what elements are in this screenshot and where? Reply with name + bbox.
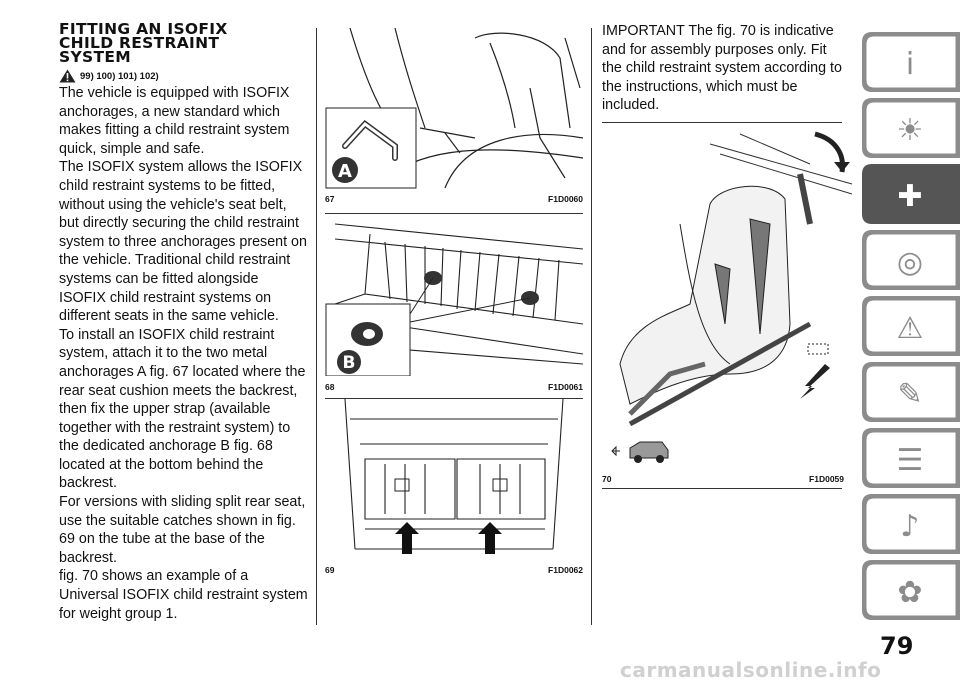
figure-68: B 68 F1D0061 xyxy=(325,214,583,398)
maintenance-icon[interactable]: ✎ xyxy=(860,360,960,424)
page-number: 79 xyxy=(880,632,914,660)
figure-number: 68 xyxy=(325,382,335,392)
figure-label-a: A xyxy=(338,161,352,182)
safety-airbag-icon[interactable]: ✚ xyxy=(860,162,960,226)
title-line: SYSTEM xyxy=(59,48,131,66)
paragraph: fig. 70 shows an example of a Universal … xyxy=(59,568,308,622)
figure-caption: 68 F1D0061 xyxy=(325,382,583,392)
figure-code: F1D0062 xyxy=(548,565,583,575)
figure-label-b: B xyxy=(343,353,356,373)
svg-text:✎: ✎ xyxy=(897,377,922,412)
paragraph: The vehicle is equipped with ISOFIX anch… xyxy=(59,85,290,157)
warning-lights-icon[interactable]: ☀ xyxy=(860,96,960,160)
svg-text:◎: ◎ xyxy=(897,245,923,280)
car-symbol-icon xyxy=(611,441,669,463)
svg-text:⚠: ⚠ xyxy=(897,311,924,346)
warning-triangle-icon xyxy=(59,69,76,83)
svg-text:☀: ☀ xyxy=(897,113,924,148)
warning-refs-text: 99) 100) 101) 102) xyxy=(80,70,159,82)
important-note: IMPORTANT The fig. 70 is indicative and … xyxy=(602,23,842,114)
column-divider xyxy=(316,28,317,625)
child-seat-illustration xyxy=(611,131,853,463)
figure-divider xyxy=(325,213,583,214)
figure-69: 69 F1D0062 xyxy=(325,399,583,579)
starting-driving-icon[interactable]: ◎ xyxy=(860,228,960,292)
sliding-seat-catches-illustration xyxy=(344,399,564,554)
figure-code: F1D0061 xyxy=(548,382,583,392)
text-column-right: IMPORTANT The fig. 70 is indicative and … xyxy=(602,22,847,115)
figure-code: F1D0060 xyxy=(548,194,583,204)
index-icon[interactable]: ✿ xyxy=(860,558,960,622)
figure-divider xyxy=(325,398,583,399)
paragraph: The ISOFIX system allows the ISOFIX chil… xyxy=(59,159,307,325)
car-info-icon[interactable]: i xyxy=(860,30,960,94)
figure-70: 70 F1D0059 xyxy=(602,124,853,488)
figure-caption: 69 F1D0062 xyxy=(325,565,583,575)
figure-number: 70 xyxy=(602,474,612,484)
figure-caption: 70 F1D0059 xyxy=(602,474,844,484)
figure-divider xyxy=(602,122,842,123)
svg-text:i: i xyxy=(906,47,914,82)
column-divider xyxy=(591,28,592,625)
section-title: FITTING AN ISOFIX CHILD RESTRAINT SYSTEM xyxy=(59,20,309,66)
technical-data-icon[interactable]: ☰ xyxy=(860,426,960,490)
title-line: CHILD RESTRAINT xyxy=(59,34,220,52)
watermark: carmanualsonline.info xyxy=(620,658,882,682)
multimedia-icon[interactable]: ♪ xyxy=(860,492,960,556)
title-line: FITTING AN ISOFIX xyxy=(59,20,228,38)
svg-text:☰: ☰ xyxy=(897,443,924,478)
figure-number: 67 xyxy=(325,194,335,204)
figure-code: F1D0059 xyxy=(809,474,844,484)
paragraph: For versions with sliding split rear sea… xyxy=(59,494,306,566)
rear-anchorage-illustration: B xyxy=(325,223,583,376)
svg-text:♪: ♪ xyxy=(900,509,919,544)
svg-text:✿: ✿ xyxy=(897,575,922,610)
emergency-icon[interactable]: ⚠ xyxy=(860,294,960,358)
figure-caption: 67 F1D0060 xyxy=(325,194,583,204)
figure-67: A 67 F1D0060 xyxy=(325,28,583,212)
figure-number: 69 xyxy=(325,565,335,575)
svg-text:✚: ✚ xyxy=(897,179,922,214)
warning-references: 99) 100) 101) 102) xyxy=(59,68,309,84)
text-column-left: FITTING AN ISOFIX CHILD RESTRAINT SYSTEM… xyxy=(59,20,309,623)
isofix-anchorage-illustration: A xyxy=(325,28,583,189)
paragraph: To install an ISOFIX child restraint sys… xyxy=(59,326,306,492)
figure-divider xyxy=(602,488,842,489)
